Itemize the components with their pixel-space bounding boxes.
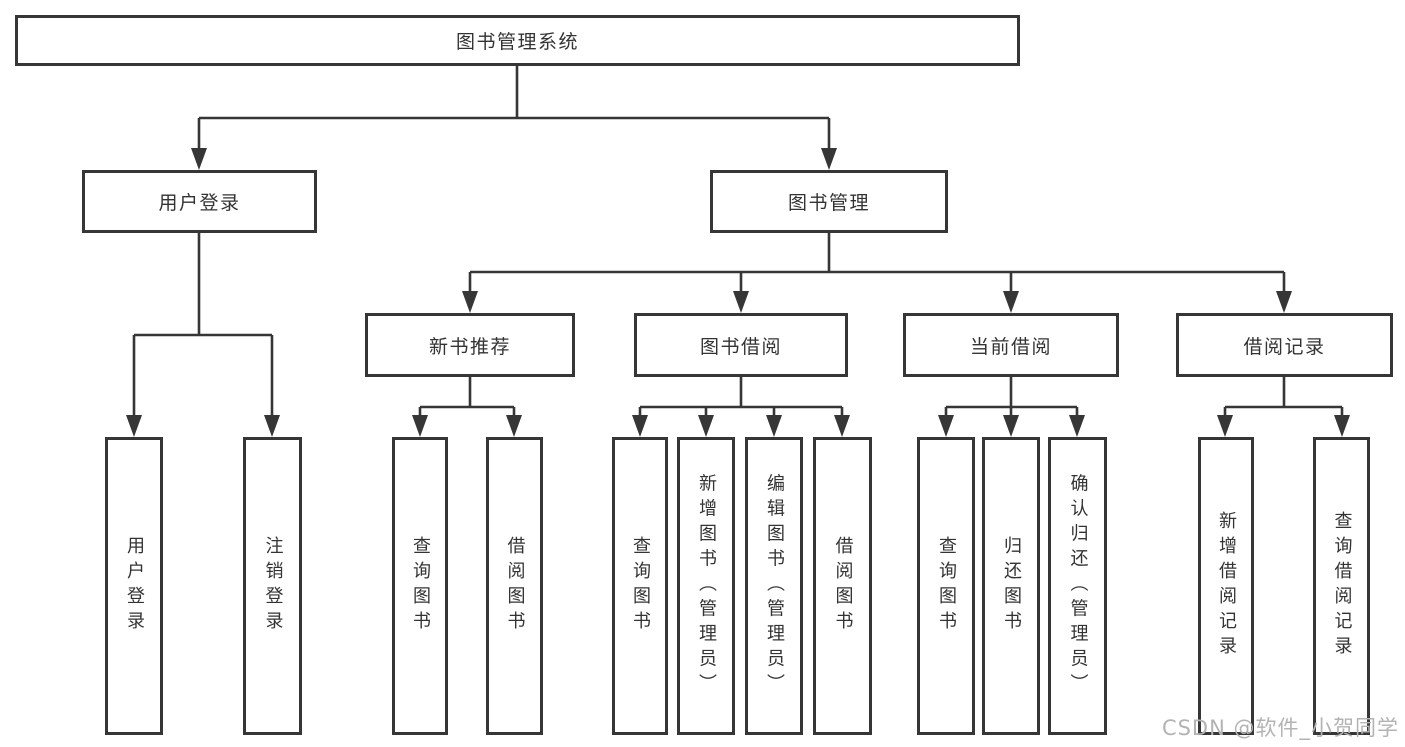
- arrowhead: [632, 415, 648, 437]
- leaf-current-query-books-label: 查询图书: [936, 536, 957, 636]
- node-user-login: 用户登录: [82, 170, 317, 233]
- leaf-current-query-books: 查询图书: [917, 437, 975, 735]
- leaf-borrow-add-books-admin-label: 新增图书（管理员）: [696, 473, 717, 699]
- arrowhead: [938, 415, 954, 437]
- leaf-newbook-query-books: 查询图书: [392, 437, 448, 735]
- node-borrow-record: 借阅记录: [1176, 313, 1393, 377]
- leaf-borrow-query-books: 查询图书: [612, 437, 668, 735]
- arrowhead: [506, 415, 522, 437]
- leaf-borrow-query-books-label: 查询图书: [630, 536, 651, 636]
- arrowhead: [766, 415, 782, 437]
- node-user-login-label: 用户登录: [158, 192, 241, 214]
- connector-bookmgmt-to-level3: [462, 233, 1292, 313]
- leaf-user-login-label: 用户登录: [124, 536, 145, 636]
- leaf-record-query-borrow-record-label: 查询借阅记录: [1331, 511, 1353, 661]
- arrowhead: [412, 415, 428, 437]
- node-borrow-record-label: 借阅记录: [1243, 335, 1326, 358]
- node-book-borrow: 图书借阅: [634, 313, 848, 377]
- leaf-borrow-borrow-books-label: 借阅图书: [832, 536, 854, 636]
- node-book-management-label: 图书管理: [787, 192, 870, 214]
- leaf-user-login: 用户登录: [105, 437, 163, 735]
- node-new-book-recommend-label: 新书推荐: [428, 335, 511, 358]
- leaf-newbook-borrow-books: 借阅图书: [486, 437, 543, 735]
- leaf-borrow-borrow-books: 借阅图书: [813, 437, 872, 735]
- node-current-borrow-label: 当前借阅: [969, 335, 1052, 358]
- node-book-management: 图书管理: [710, 170, 948, 233]
- arrowhead: [698, 415, 714, 437]
- node-root-label: 图书管理系统: [455, 31, 579, 53]
- leaf-record-add-borrow-record-label: 新增借阅记录: [1216, 511, 1237, 661]
- arrowhead: [821, 148, 837, 170]
- arrowhead: [1069, 415, 1085, 437]
- leaf-newbook-borrow-books-label: 借阅图书: [504, 536, 526, 636]
- csdn-watermark: CSDN @软件_小贺同学: [1161, 716, 1399, 740]
- leaf-current-return-books-label: 归还图书: [1001, 536, 1022, 636]
- arrowhead: [1334, 415, 1350, 437]
- leaf-borrow-edit-books-admin: 编辑图书（管理员）: [745, 437, 803, 735]
- node-book-borrow-label: 图书借阅: [699, 335, 782, 358]
- connector-userlogin-to-leaves: [126, 233, 280, 437]
- leaf-current-confirm-return-admin-label: 确认归还（管理员）: [1067, 473, 1089, 699]
- arrowhead: [191, 148, 207, 170]
- leaf-current-return-books: 归还图书: [982, 437, 1040, 735]
- node-current-borrow: 当前借阅: [903, 313, 1119, 377]
- leaf-logout-label: 注销登录: [262, 536, 284, 636]
- connector-bookborrow-to-leaves: [632, 377, 850, 437]
- leaf-record-query-borrow-record: 查询借阅记录: [1313, 437, 1370, 735]
- arrowhead: [1003, 291, 1019, 313]
- connector-borrowrecord-to-leaves: [1217, 377, 1350, 437]
- leaf-newbook-query-books-label: 查询图书: [410, 536, 431, 636]
- connector-root-to-level2: [191, 66, 837, 170]
- arrowhead: [264, 415, 280, 437]
- leaf-current-confirm-return-admin: 确认归还（管理员）: [1048, 437, 1107, 735]
- arrowhead: [733, 291, 749, 313]
- arrowhead: [126, 415, 142, 437]
- leaf-logout: 注销登录: [243, 437, 302, 735]
- arrowhead: [1276, 291, 1292, 313]
- arrowhead: [1003, 415, 1019, 437]
- leaf-borrow-edit-books-admin-label: 编辑图书（管理员）: [764, 473, 785, 699]
- arrowhead: [462, 291, 478, 313]
- leaf-record-add-borrow-record: 新增借阅记录: [1198, 437, 1254, 735]
- node-root: 图书管理系统: [15, 15, 1020, 66]
- node-new-book-recommend: 新书推荐: [365, 313, 575, 377]
- arrowhead: [834, 415, 850, 437]
- connector-newbook-to-leaves: [412, 377, 522, 437]
- connector-currentborrow-to-leaves: [938, 377, 1085, 437]
- leaf-borrow-add-books-admin: 新增图书（管理员）: [677, 437, 735, 735]
- arrowhead: [1217, 415, 1233, 437]
